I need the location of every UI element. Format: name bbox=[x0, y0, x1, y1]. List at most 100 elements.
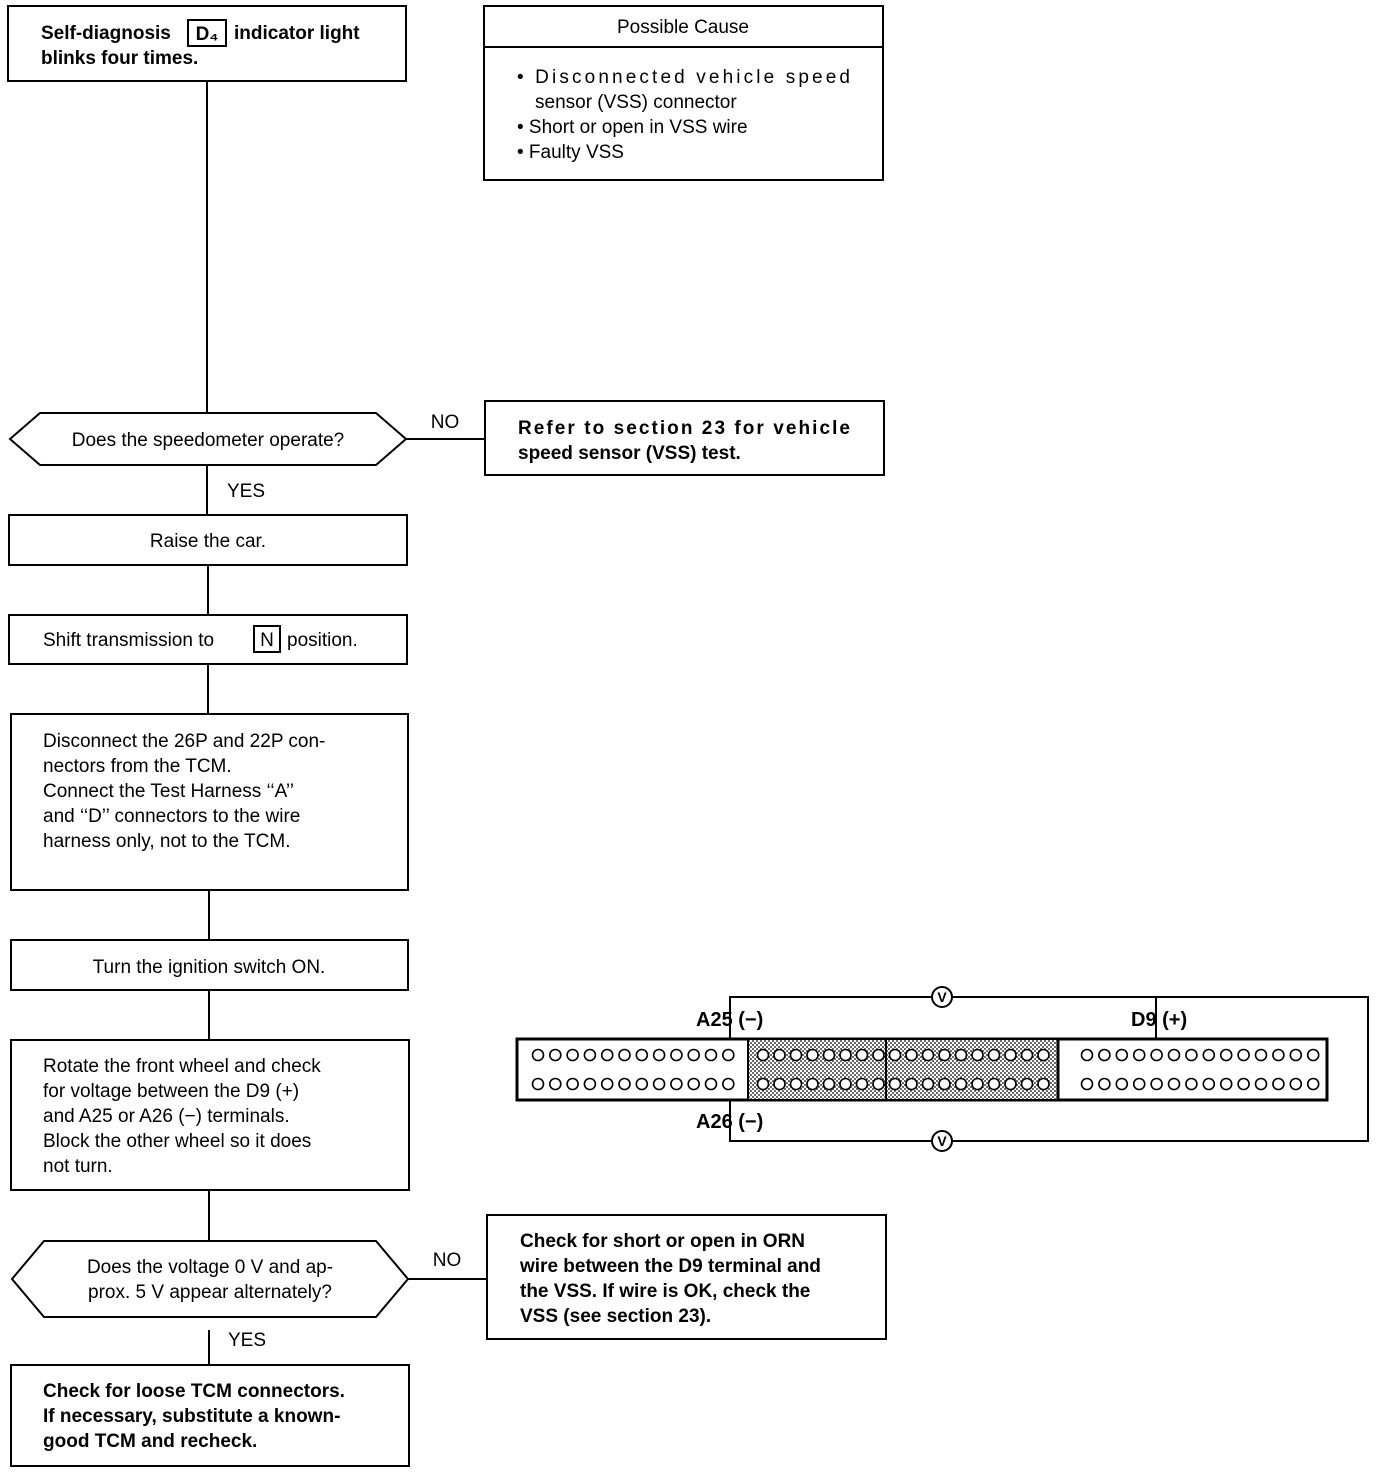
connector-pin bbox=[756, 1048, 770, 1062]
step-raise-frame bbox=[8, 514, 408, 566]
flow-connectors bbox=[206, 81, 487, 1365]
decision-speedometer-text: Does the speedometer operate? bbox=[72, 430, 345, 451]
orn-check-line1: Check for short or open in ORN bbox=[520, 1231, 805, 1252]
connector-pin bbox=[652, 1077, 666, 1091]
connector-pin bbox=[670, 1048, 683, 1062]
start-line2: blinks four times. bbox=[41, 48, 198, 69]
connector-pin bbox=[652, 1048, 666, 1062]
start-line1-pre: Self-diagnosis bbox=[41, 23, 171, 44]
step-rotate-line3: and A25 or A26 (−) terminals. bbox=[43, 1106, 290, 1127]
connector-pin bbox=[839, 1048, 852, 1062]
step-shift-pre: Shift transmission to bbox=[43, 630, 214, 651]
connector-pin bbox=[721, 1077, 735, 1091]
orn-wire-check-box: Check for short or open in ORN wire betw… bbox=[486, 1214, 887, 1340]
step-shift-frame bbox=[8, 614, 408, 665]
connector-pin bbox=[1004, 1077, 1017, 1091]
voltmeter-bottom: V bbox=[931, 1130, 953, 1152]
connector-pin bbox=[1272, 1077, 1285, 1091]
connector-pin bbox=[1080, 1048, 1094, 1062]
connector-pin bbox=[583, 1077, 597, 1091]
connector-pin bbox=[618, 1048, 631, 1062]
connector-pin bbox=[789, 1077, 803, 1091]
connector-pin bbox=[1132, 1048, 1146, 1062]
possible-cause-box: Possible Cause • Disconnected vehicle sp… bbox=[483, 5, 884, 181]
connector-pin bbox=[635, 1077, 649, 1091]
decision-speedometer: Does the speedometer operate? NO YES bbox=[8, 412, 460, 502]
step-rotate-line2: for voltage between the D9 (+) bbox=[43, 1081, 299, 1102]
step-shift-neutral: Shift transmission to N position. bbox=[8, 614, 408, 665]
connector-pin bbox=[971, 1048, 984, 1062]
connector-pin bbox=[1202, 1048, 1216, 1062]
start-box-frame bbox=[7, 5, 407, 82]
connector-pin bbox=[1237, 1077, 1250, 1091]
decision-voltage-line1: Does the voltage 0 V and ap- bbox=[87, 1257, 333, 1278]
n-badge-frame bbox=[253, 625, 281, 653]
cause-item-1-line1: • Disconnected vehicle speed bbox=[517, 67, 850, 88]
voltmeter-top-symbol: V bbox=[937, 989, 947, 1005]
orn-wire-check-frame bbox=[486, 1214, 887, 1340]
connector-pin bbox=[954, 1077, 968, 1091]
connector-pin bbox=[583, 1048, 597, 1062]
orn-check-line2: wire between the D9 terminal and bbox=[519, 1256, 821, 1277]
decision1-no-label: NO bbox=[431, 412, 460, 433]
connector-shaded-section-1 bbox=[747, 1038, 887, 1101]
connector-pin bbox=[1237, 1048, 1250, 1062]
connector-shaded-section-2 bbox=[885, 1038, 1059, 1101]
connector-pin bbox=[1254, 1077, 1268, 1091]
test-harness-connector: V V A25 (−) D9 (+) A26 (−) bbox=[515, 986, 1369, 1152]
connector-pin bbox=[1098, 1077, 1111, 1091]
connector-pin bbox=[921, 1048, 935, 1062]
connector-pin bbox=[1150, 1048, 1163, 1062]
decision2-no-label: NO bbox=[433, 1250, 462, 1271]
step-rotate-line1: Rotate the front wheel and check bbox=[43, 1056, 321, 1077]
connector-pin bbox=[773, 1048, 786, 1062]
connector-pin bbox=[721, 1048, 735, 1062]
connector-pin bbox=[548, 1077, 562, 1091]
decision1-yes-label: YES bbox=[227, 481, 265, 502]
step-rotate-wheel: Rotate the front wheel and check for vol… bbox=[10, 1039, 410, 1191]
connector-pin bbox=[531, 1077, 545, 1091]
final-tcm-line1: Check for loose TCM connectors. bbox=[43, 1381, 345, 1402]
connector-pin bbox=[600, 1077, 614, 1091]
connector-pin bbox=[905, 1077, 918, 1091]
connector-pin bbox=[548, 1048, 562, 1062]
step-disconnect-line4: and ‘‘D’’ connectors to the wire bbox=[43, 806, 300, 827]
step-rotate-line5: not turn. bbox=[43, 1156, 113, 1177]
connector-pin bbox=[1219, 1048, 1233, 1062]
final-tcm-line2: If necessary, substitute a known- bbox=[43, 1406, 340, 1427]
connector-a-pins-top bbox=[531, 1048, 735, 1062]
step-disconnect-line5: harness only, not to the TCM. bbox=[43, 831, 290, 852]
connector-pin bbox=[687, 1048, 701, 1062]
connector-pin bbox=[687, 1077, 701, 1091]
final-tcm-box: Check for loose TCM connectors. If neces… bbox=[10, 1364, 410, 1467]
connector-pin bbox=[1115, 1077, 1129, 1091]
connector-d-pins-top bbox=[1080, 1048, 1320, 1062]
possible-cause-header: Possible Cause bbox=[617, 17, 749, 38]
connector-pin bbox=[566, 1077, 579, 1091]
label-a26: A26 (−) bbox=[696, 1111, 763, 1133]
connector-pin bbox=[670, 1077, 683, 1091]
cause-item-3: • Faulty VSS bbox=[517, 142, 624, 163]
vss-test-box: Refer to section 23 for vehicle speed se… bbox=[484, 400, 885, 476]
connector-pin bbox=[1080, 1077, 1094, 1091]
connector-pin bbox=[789, 1048, 803, 1062]
connector-pin bbox=[635, 1048, 649, 1062]
vss-test-line2: speed sensor (VSS) test. bbox=[518, 443, 741, 464]
step-disconnect-line3: Connect the Test Harness ‘‘A’’ bbox=[43, 781, 294, 802]
connector-pin bbox=[806, 1048, 819, 1062]
connector-d-pins-bottom bbox=[1080, 1077, 1320, 1091]
connector-pin bbox=[855, 1077, 869, 1091]
step-ignition-frame bbox=[10, 939, 409, 991]
connector-pin bbox=[905, 1048, 918, 1062]
svg-text:Self-diagnosis: Self-diagnosis bbox=[41, 23, 171, 44]
possible-cause-frame bbox=[483, 5, 884, 181]
connector-pin bbox=[971, 1077, 984, 1091]
connector-pin bbox=[921, 1077, 935, 1091]
voltmeter-top: V bbox=[931, 986, 953, 1008]
connector-a-pins-bottom bbox=[531, 1077, 735, 1091]
connector-pin bbox=[839, 1077, 852, 1091]
connector-pin bbox=[704, 1077, 718, 1091]
step-ignition-on: Turn the ignition switch ON. bbox=[10, 939, 409, 991]
label-d9: D9 (+) bbox=[1131, 1009, 1187, 1031]
